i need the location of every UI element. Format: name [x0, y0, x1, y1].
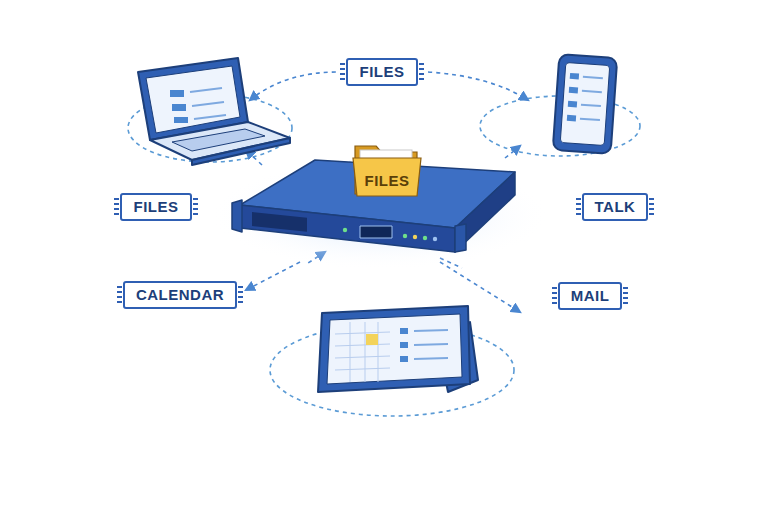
flow-label: FILES: [346, 58, 417, 86]
label-text: TALK: [595, 198, 636, 216]
service-label: FILES: [120, 193, 191, 221]
folder-shape: [351, 142, 423, 198]
phone-device: [553, 54, 618, 154]
label-text: FILES: [351, 172, 423, 190]
server-glow: [210, 160, 550, 270]
service-label: CALENDAR: [123, 281, 237, 309]
label-text: MAIL: [571, 287, 610, 305]
tablet-device: [318, 306, 478, 392]
files-folder: FILES: [351, 142, 423, 198]
label-text: CALENDAR: [136, 286, 224, 304]
service-label: MAIL: [558, 282, 623, 310]
label-text: FILES: [133, 198, 178, 216]
label-text: FILES: [359, 63, 404, 81]
server-appliance: [232, 160, 515, 252]
laptop-device: [138, 58, 290, 165]
service-label: TALK: [582, 193, 649, 221]
